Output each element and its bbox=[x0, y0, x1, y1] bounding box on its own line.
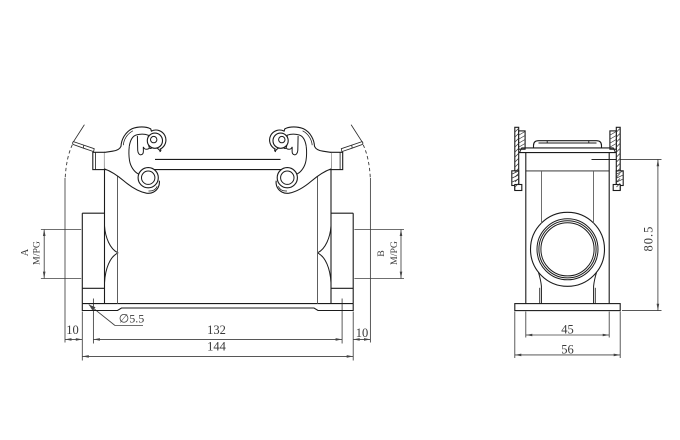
svg-text:∅5.5: ∅5.5 bbox=[119, 312, 144, 326]
svg-text:B: B bbox=[376, 250, 387, 257]
svg-text:10: 10 bbox=[66, 323, 79, 337]
svg-text:45: 45 bbox=[561, 323, 574, 337]
svg-text:80.5: 80.5 bbox=[642, 226, 656, 252]
svg-text:A: A bbox=[20, 248, 31, 256]
svg-text:132: 132 bbox=[207, 323, 226, 337]
svg-text:10: 10 bbox=[356, 326, 369, 340]
svg-text:56: 56 bbox=[561, 343, 574, 357]
svg-text:144: 144 bbox=[207, 340, 227, 354]
svg-text:M/PG: M/PG bbox=[389, 241, 400, 265]
svg-text:M/PG: M/PG bbox=[32, 241, 43, 265]
